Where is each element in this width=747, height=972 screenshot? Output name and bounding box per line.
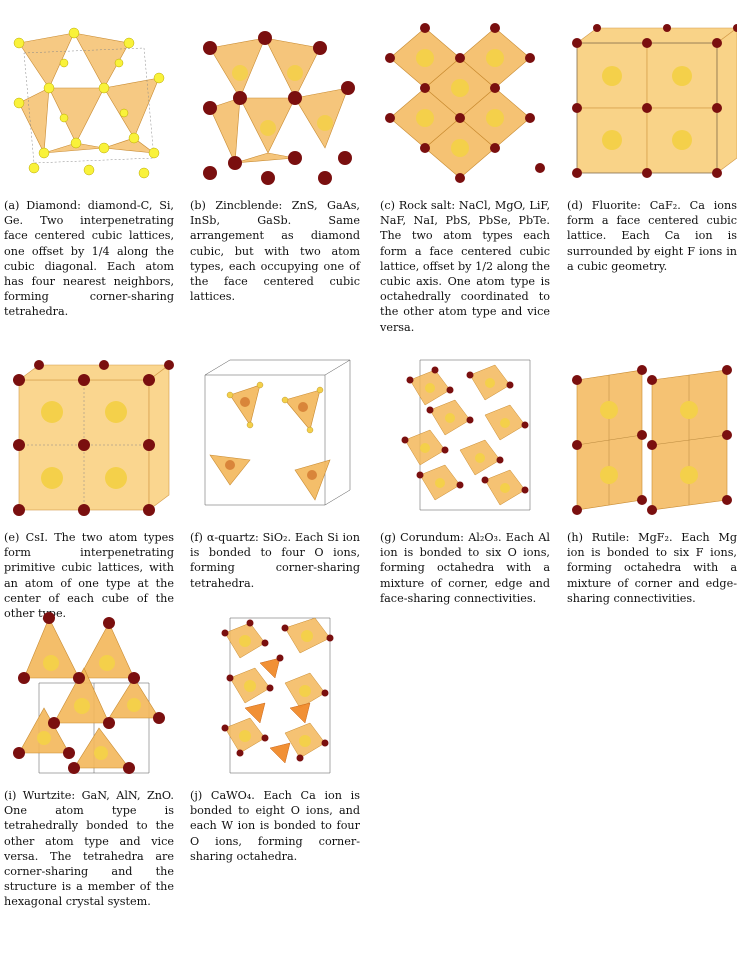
fluorite-structure-image	[572, 24, 737, 178]
zincblende-structure-image	[203, 31, 355, 185]
figure-c: (c) Rock salt: NaCl, MgO, LiF, NaF, NaI,…	[380, 18, 550, 335]
figure-caption: (d) Fluorite: CaF₂. Ca ions form a face …	[567, 199, 737, 273]
figure-h: (h) Rutile: MgF₂. Each Mg ion is bonded …	[567, 350, 737, 606]
figure-caption: (a) Diamond: diamond-C, Si, Ge. Two inte…	[4, 199, 174, 319]
wurtzite-structure-image	[13, 612, 165, 774]
figure-caption: (j) CaWO₄. Each Ca ion is bonded to eigh…	[190, 789, 360, 863]
figure-caption: (g) Corundum: Al₂O₃. Each Al ion is bond…	[380, 531, 550, 605]
figure-d: (d) Fluorite: CaF₂. Ca ions form a face …	[567, 18, 737, 274]
figure-e: (e) CsI. The two atom types form interpe…	[4, 350, 174, 621]
cawo4-structure-image	[221, 617, 334, 774]
diamond-structure-image	[13, 27, 165, 179]
figure-b: (b) Zincblende: ZnS, GaAs, InSb, GaSb. S…	[190, 18, 360, 304]
figure-caption: (e) CsI. The two atom types form interpe…	[4, 531, 174, 621]
csi-structure-image	[13, 360, 174, 516]
figure-a: (a) Diamond: diamond-C, Si, Ge. Two inte…	[4, 18, 174, 320]
figure-caption: (f) α-quartz: SiO₂. Each Si ion is bonde…	[190, 531, 360, 590]
figure-g: (g) Corundum: Al₂O₃. Each Al ion is bond…	[380, 350, 550, 606]
quartz-structure-image	[204, 359, 351, 506]
figure-f: (f) α-quartz: SiO₂. Each Si ion is bonde…	[190, 350, 360, 591]
figure-caption: (i) Wurtzite: GaN, AlN, ZnO. One atom ty…	[4, 789, 174, 909]
figure-caption: (h) Rutile: MgF₂. Each Mg ion is bonded …	[567, 531, 737, 605]
figure-j: (j) CaWO₄. Each Ca ion is bonded to eigh…	[190, 608, 360, 864]
figure-i: (i) Wurtzite: GaN, AlN, ZnO. One atom ty…	[4, 608, 174, 910]
figure-caption: (c) Rock salt: NaCl, MgO, LiF, NaF, NaI,…	[380, 199, 550, 334]
corundum-structure-image	[401, 359, 531, 511]
rutile-structure-image	[572, 365, 732, 515]
rock-salt-structure-image	[385, 23, 545, 183]
figure-caption: (b) Zincblende: ZnS, GaAs, InSb, GaSb. S…	[190, 199, 360, 304]
